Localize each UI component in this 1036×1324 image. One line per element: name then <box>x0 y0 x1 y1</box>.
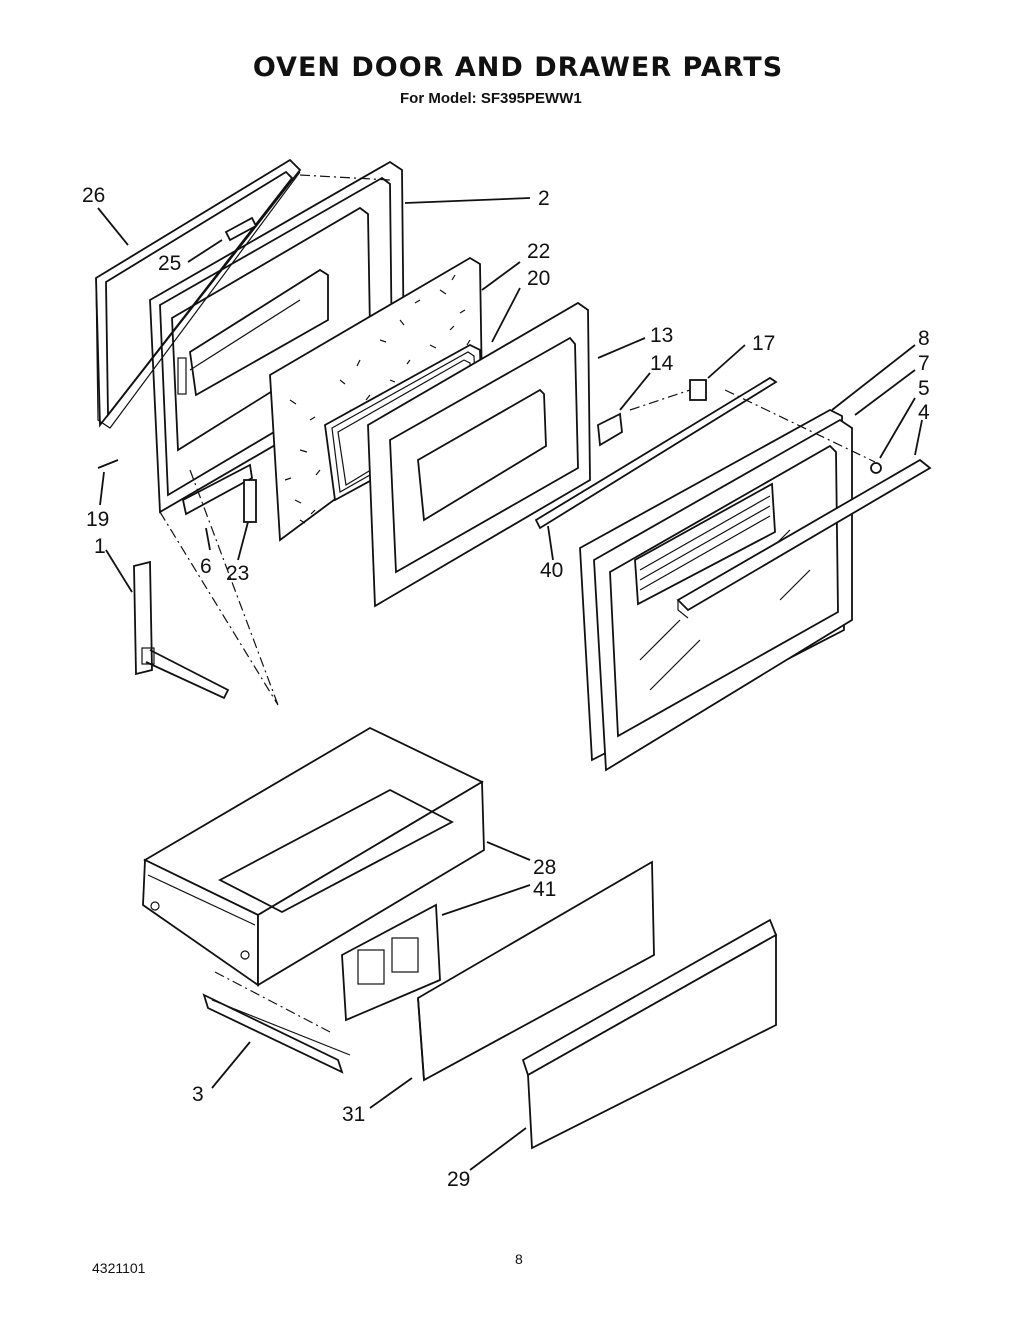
model-subtitle: For Model: SF395PEWW1 <box>400 90 582 107</box>
page-title: OVEN DOOR AND DRAWER PARTS <box>252 52 784 83</box>
label-6: 6 <box>200 555 212 578</box>
bracket-part-41 <box>341 903 441 1022</box>
label-29: 29 <box>447 1168 470 1191</box>
document-number: 4321101 <box>92 1260 146 1276</box>
label-26: 26 <box>82 184 105 207</box>
handle-part-4 <box>676 458 932 619</box>
label-20: 20 <box>527 267 550 290</box>
label-1: 1 <box>94 535 106 558</box>
door-stop-part-17 <box>689 379 707 401</box>
label-19: 19 <box>86 508 109 531</box>
bracket-part-6 <box>181 463 253 516</box>
label-28: 28 <box>533 856 556 879</box>
door-hinge-part-1 <box>133 560 230 700</box>
label-40: 40 <box>540 559 563 582</box>
screw-part-19 <box>97 459 119 469</box>
label-13: 13 <box>650 324 673 347</box>
label-31: 31 <box>342 1103 365 1126</box>
label-17: 17 <box>752 332 775 355</box>
label-22: 22 <box>527 240 550 263</box>
label-2: 2 <box>538 187 550 210</box>
leader-lines <box>97 197 923 1171</box>
drawer-part-28 <box>142 726 485 987</box>
page-number: 8 <box>515 1251 523 1267</box>
label-14: 14 <box>650 352 674 375</box>
slide-rail-part-3 <box>202 971 351 1074</box>
screw-part-5 <box>870 462 882 474</box>
hinge-part-23 <box>243 479 257 523</box>
drawer-inner-front-part-31 <box>417 860 655 1082</box>
bracket-part-25 <box>224 216 258 242</box>
drawer-front-panel-part-29 <box>521 918 778 1150</box>
label-3: 3 <box>192 1083 204 1106</box>
inner-door-panel-part-13 <box>367 301 591 608</box>
hinge-receptacle-part-14 <box>597 412 623 447</box>
label-7: 7 <box>918 352 930 375</box>
rod-part-40 <box>534 376 778 530</box>
label-41: 41 <box>533 878 556 901</box>
outer-door-frame-part-2 <box>149 160 405 514</box>
label-23: 23 <box>226 562 249 585</box>
label-4: 4 <box>918 401 930 424</box>
label-8: 8 <box>918 327 930 350</box>
door-gasket-part-26 <box>95 158 302 429</box>
label-5: 5 <box>918 377 930 400</box>
label-25: 25 <box>158 252 181 275</box>
